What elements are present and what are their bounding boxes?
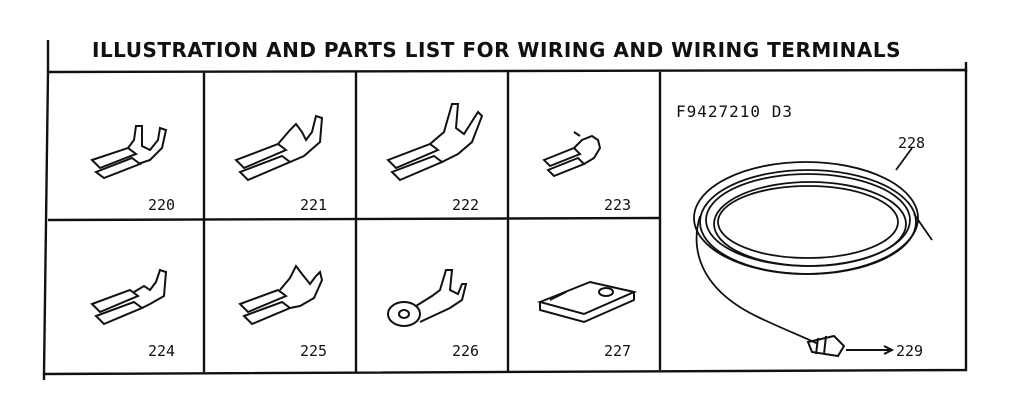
- female-terminal-icon: [238, 264, 324, 326]
- diagram-code: F9427210 D3: [676, 102, 793, 121]
- ring-terminal-icon: [387, 269, 468, 327]
- part-number-222: 222: [452, 196, 480, 214]
- part-number-229: 229: [896, 342, 924, 360]
- wire-nut-icon: [806, 334, 895, 358]
- part-number-227: 227: [604, 342, 632, 360]
- part-number-223: 223: [604, 196, 632, 214]
- part-number-220: 220: [148, 196, 176, 214]
- part-number-228: 228: [898, 134, 926, 152]
- part-number-226: 226: [452, 342, 480, 360]
- part-number-221: 221: [300, 196, 328, 214]
- flag-terminal-icon: [234, 114, 324, 182]
- small-terminal-icon: [542, 131, 602, 178]
- wire-coil-icon: [693, 147, 933, 345]
- part-number-225: 225: [300, 342, 328, 360]
- part-number-224: 224: [148, 342, 176, 360]
- female-terminal-icon: [90, 268, 168, 326]
- flag-terminal-icon: [386, 103, 484, 182]
- flag-terminal-icon: [90, 125, 168, 180]
- page-title: ILLUSTRATION AND PARTS LIST FOR WIRING A…: [92, 38, 902, 62]
- tab-terminal-icon: [536, 280, 638, 324]
